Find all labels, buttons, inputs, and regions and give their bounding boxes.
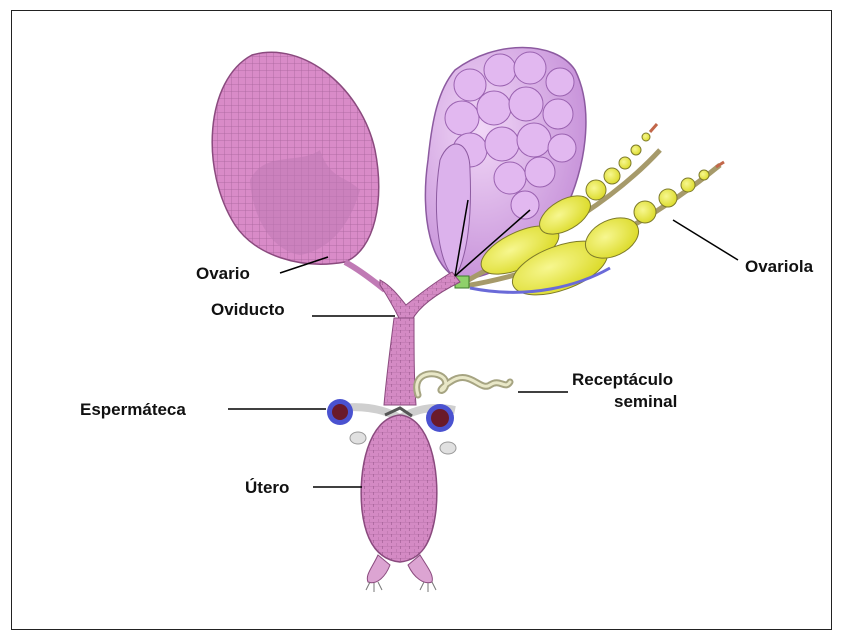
uterus xyxy=(361,415,437,592)
label-ovario: Ovario xyxy=(196,264,250,284)
label-utero: Útero xyxy=(245,478,289,498)
label-receptaculo: Receptáculo xyxy=(572,370,673,390)
left-ovary xyxy=(212,52,385,290)
label-seminal: seminal xyxy=(614,392,677,412)
label-oviducto: Oviducto xyxy=(211,300,285,320)
label-ovariola: Ovariola xyxy=(745,257,813,277)
ovariola-leader-3 xyxy=(673,220,738,260)
label-espermateca: Espermáteca xyxy=(80,400,186,420)
